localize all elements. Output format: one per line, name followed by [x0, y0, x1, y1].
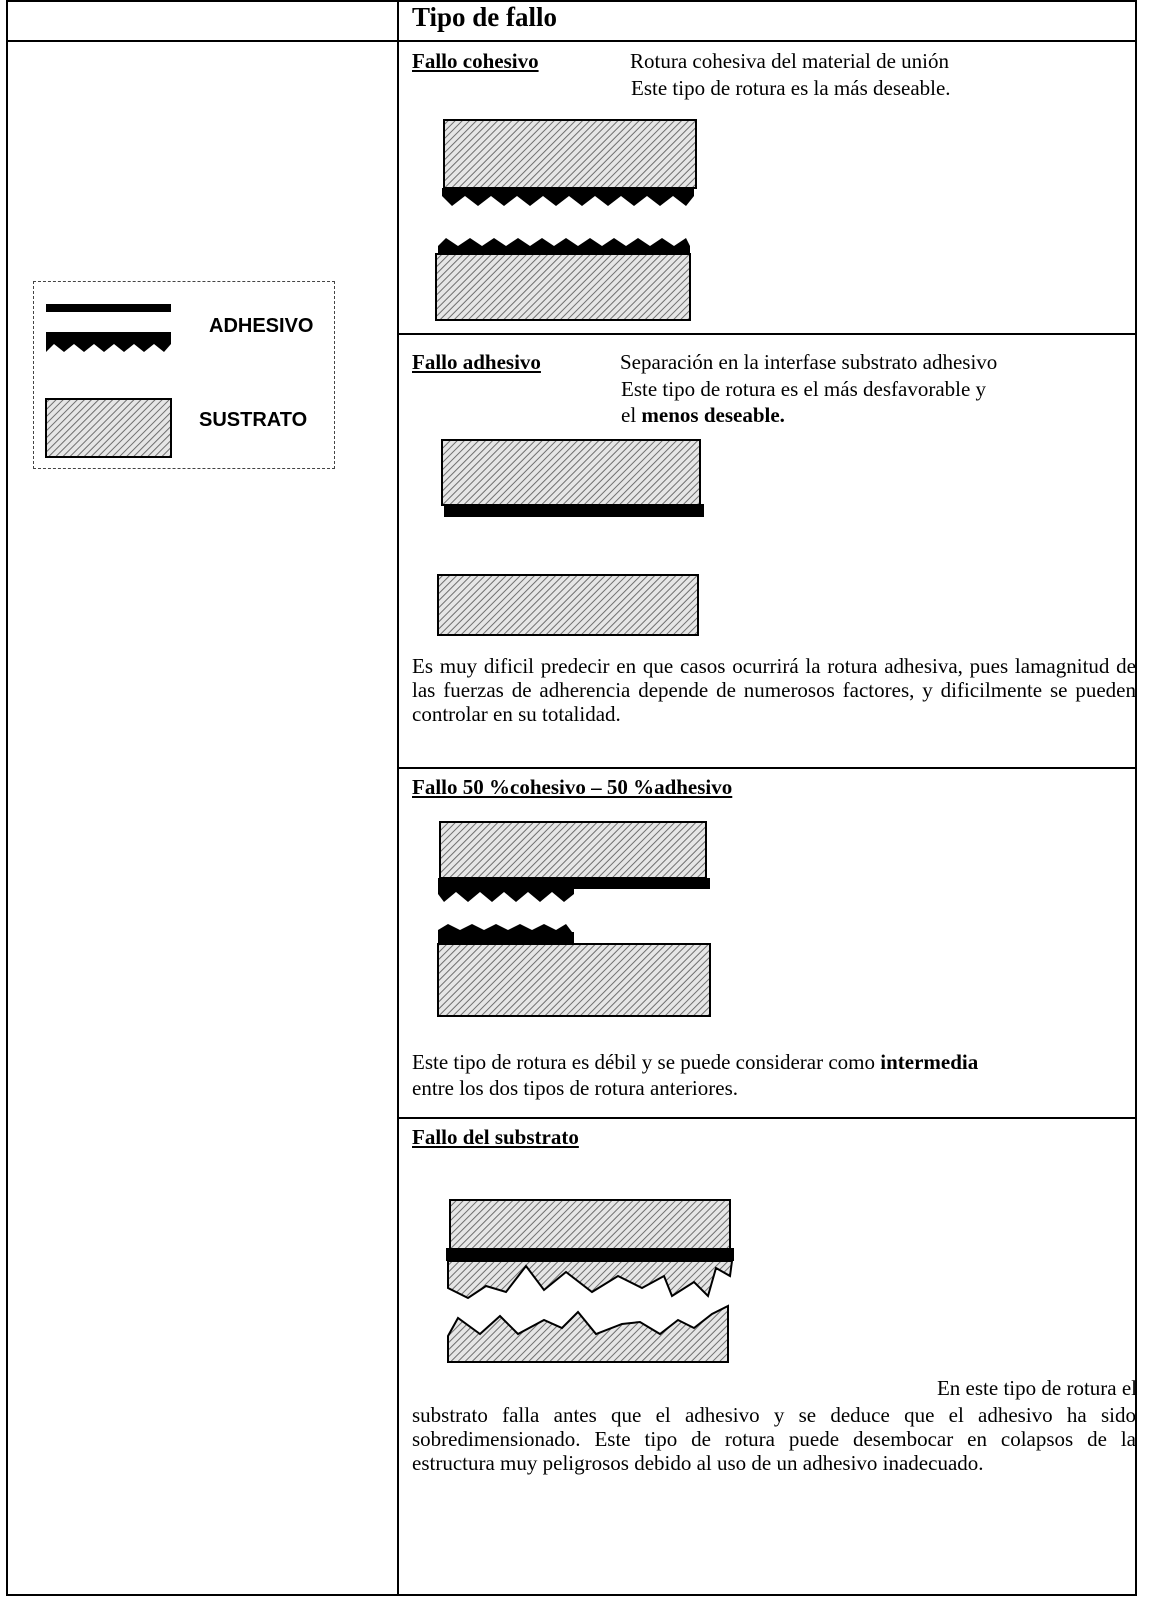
section-title-mixed: Fallo 50 %cohesivo – 50 %adhesivo — [412, 775, 733, 799]
cohesive-figure — [435, 119, 697, 321]
legend-substrate-label: SUSTRATO — [199, 409, 308, 431]
mixed-figure — [437, 821, 711, 1017]
adhesive-figure — [437, 439, 704, 636]
adhesive-desc-line1: Separación en la interfase substrato adh… — [620, 350, 998, 374]
legend-graphics — [45, 304, 172, 458]
row-divider-1 — [397, 333, 1137, 335]
mixed-note-line2: entre los dos tipos de rotura anteriores… — [412, 1076, 738, 1100]
section-title-substrate: Fallo del substrato — [412, 1125, 579, 1149]
substrate-note: substrato falla antes que el adhesivo y … — [412, 1403, 1136, 1475]
cohesive-desc-line2: Este tipo de rotura es la más deseable. — [631, 76, 951, 100]
adhesive-desc-line2: Este tipo de rotura es el más desfavorab… — [621, 377, 987, 401]
mixed-note-line1: Este tipo de rotura es débil y se puede … — [412, 1050, 979, 1074]
cohesive-desc-line1: Rotura cohesiva del material de unión — [630, 49, 949, 73]
section-title-adhesive: Fallo adhesivo — [412, 350, 541, 374]
adhesive-desc-line3: el menos deseable. — [621, 403, 785, 427]
legend-adhesive-bar — [46, 304, 171, 312]
section-title-cohesive: Fallo cohesivo — [412, 49, 539, 73]
legend-substrate-block — [45, 398, 172, 458]
adhesive-note: Es muy dificil predecir en que casos ocu… — [412, 654, 1136, 726]
legend-box: ADHESIVO SUSTRATO — [33, 281, 335, 469]
legend-adhesive-label: ADHESIVO — [209, 315, 314, 337]
legend-adhesive-wavy — [46, 338, 171, 352]
column-divider — [397, 0, 399, 1596]
header-divider — [6, 40, 1137, 42]
row-divider-3 — [397, 1117, 1137, 1119]
substrate-note-line1: En este tipo de rotura el — [936, 1376, 1137, 1400]
table-frame — [6, 0, 1137, 1596]
row-divider-2 — [397, 767, 1137, 769]
header-title: Tipo de fallo — [412, 2, 558, 32]
substrate-figure — [446, 1199, 734, 1363]
table-top-border — [6, 0, 1137, 2]
